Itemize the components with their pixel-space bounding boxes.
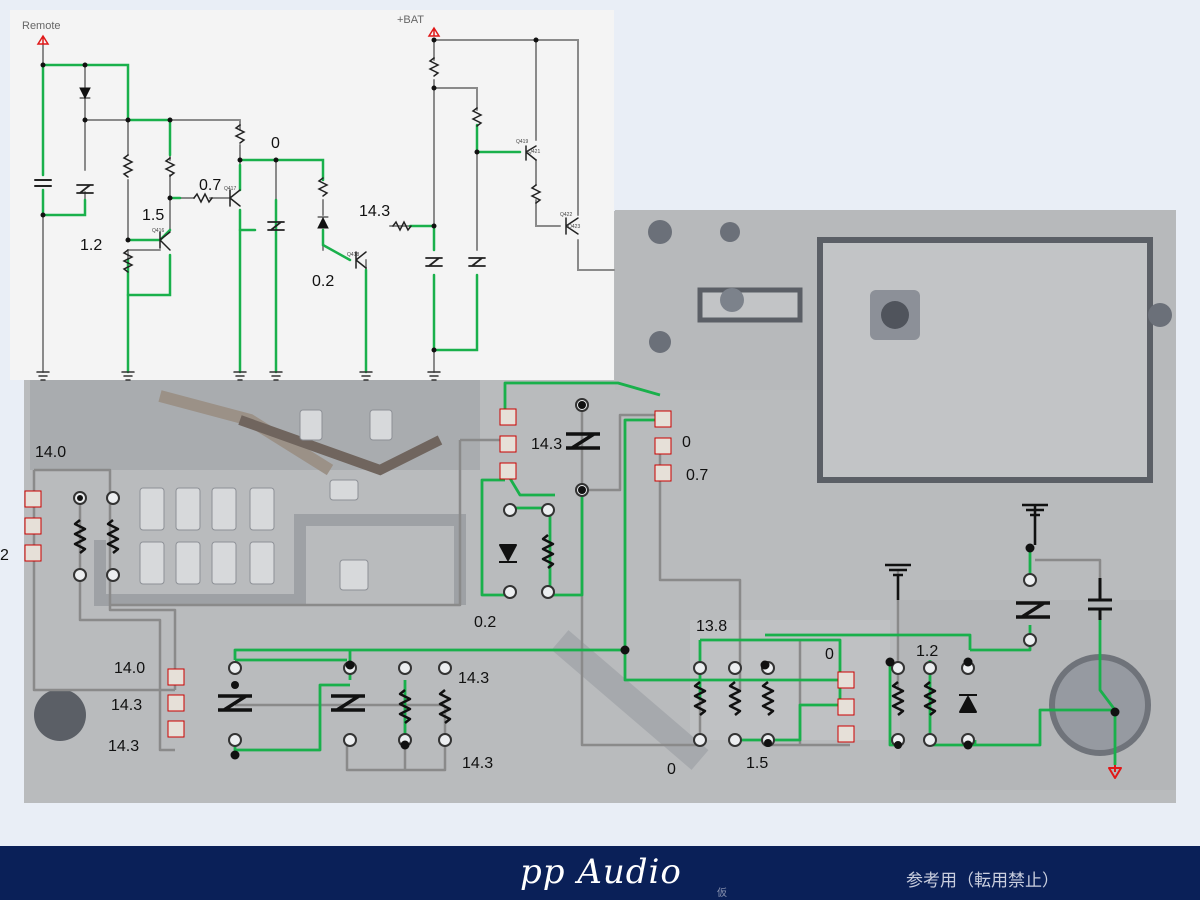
schematic-voltage: 0: [271, 135, 280, 152]
transistor-label: Q418: [347, 252, 359, 258]
board-voltage: 0: [682, 434, 691, 451]
board-voltage: 14.3: [111, 697, 142, 714]
transistor-label: Q419: [516, 139, 528, 145]
board-voltage: 14.3: [108, 738, 139, 755]
board-voltage: 14.3: [458, 670, 489, 687]
brand-logo: pp Audio: [520, 852, 682, 892]
board-wiring: [32, 381, 1122, 779]
transistor-label: Q423: [568, 224, 580, 230]
schematic-voltage: 0.7: [199, 177, 221, 194]
board-voltage: 2: [0, 547, 9, 564]
board-voltage: 14.0: [114, 660, 145, 677]
board-voltage: 14.3: [462, 755, 493, 772]
schematic-voltage: 1.2: [80, 237, 102, 254]
board-voltage: 14.3: [531, 436, 562, 453]
schematic-voltage: 1.5: [142, 207, 164, 224]
schematic-panel: [10, 10, 614, 380]
connector-pads: [24, 408, 855, 743]
transistor-label: Q422: [560, 212, 572, 218]
pcb-details: [30, 210, 1176, 790]
board-voltage: 0.2: [474, 614, 496, 631]
board-voltage: 13.8: [696, 618, 727, 635]
transistor-label: Q416: [152, 228, 164, 234]
transistor-label: Q421: [528, 149, 540, 155]
schematic-voltage: 14.3: [359, 203, 390, 220]
board-voltage: 1.5: [746, 755, 768, 772]
board-voltage: 0: [825, 646, 834, 663]
board-voltage: 1.2: [916, 643, 938, 660]
brand-sub-label: 仮: [717, 888, 727, 899]
remote-label: Remote: [22, 20, 61, 32]
schematic-drawing: [34, 26, 615, 381]
transistor-label: Q417: [224, 186, 236, 192]
board-voltage: 0: [667, 761, 676, 778]
footer-bar: [0, 846, 1200, 900]
reference-note: 参考用（転用禁止）: [906, 871, 1059, 890]
schematic-voltage: 0.2: [312, 273, 334, 290]
bat-label: +BAT: [397, 14, 424, 26]
board-voltage: 0.7: [686, 467, 708, 484]
board-voltage: 14.0: [35, 444, 66, 461]
